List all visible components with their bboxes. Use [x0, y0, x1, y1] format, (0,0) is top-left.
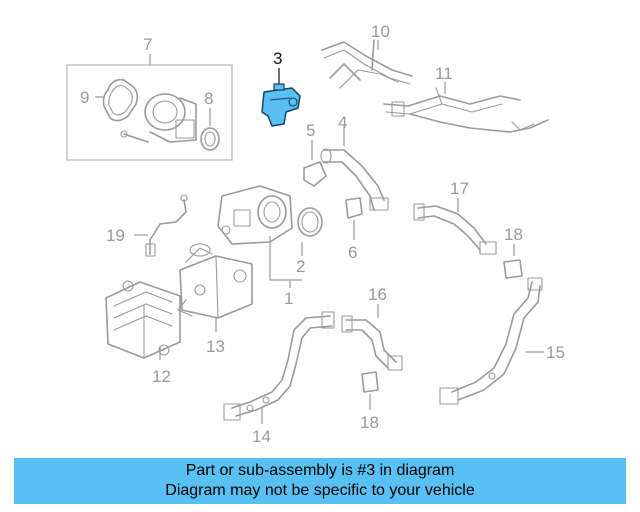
- o-ring-8: [200, 127, 220, 151]
- pipe-4: [320, 148, 389, 211]
- o-ring-2: [297, 207, 323, 237]
- tube-assembly-11: [383, 87, 549, 133]
- callout-10: 10: [371, 22, 390, 41]
- callout-14: 14: [252, 427, 271, 446]
- pipe-15: [439, 277, 543, 405]
- cooler-12: [105, 280, 181, 359]
- group-box-7: [66, 64, 233, 161]
- callout-16: 16: [368, 285, 387, 304]
- gasket-6: [345, 197, 363, 219]
- callout-7: 7: [143, 35, 152, 54]
- info-banner: Part or sub-assembly is #3 in diagram Di…: [14, 458, 626, 504]
- callout-1: 1: [284, 289, 293, 308]
- banner-line-1: Part or sub-assembly is #3 in diagram: [185, 462, 455, 479]
- egr-block-13: [177, 243, 253, 319]
- callout-9: 9: [80, 88, 89, 107]
- callout-2: 2: [296, 257, 305, 276]
- banner-line-2: Diagram may not be specific to your vehi…: [165, 482, 475, 499]
- pipe-16: [341, 315, 403, 371]
- callout-18-lower: 18: [360, 413, 379, 432]
- callout-17: 17: [450, 179, 469, 198]
- callout-12: 12: [152, 367, 171, 386]
- pipe-14: [223, 311, 335, 421]
- parts-diagram: 7 9 8 3 10 11: [66, 22, 565, 446]
- gasket-18-lower: [361, 371, 379, 393]
- gasket-18-upper: [503, 259, 523, 279]
- callout-5: 5: [306, 121, 315, 140]
- gasket-5: [303, 161, 327, 187]
- throttle-housing: [217, 185, 293, 245]
- callout-3: 3: [273, 49, 282, 68]
- callout-15: 15: [546, 343, 565, 362]
- callout-8: 8: [204, 89, 213, 108]
- tube-assembly-10: [321, 39, 413, 89]
- callout-4: 4: [338, 113, 347, 132]
- gasket-9: [102, 78, 139, 122]
- pipe-17: [413, 203, 497, 255]
- highlighted-part-3: [261, 83, 301, 127]
- callout-18-upper: 18: [504, 225, 523, 244]
- sensor-19: [145, 194, 188, 257]
- throttle-body-part: [120, 93, 197, 143]
- callout-6: 6: [348, 243, 357, 262]
- callout-19: 19: [106, 226, 125, 245]
- callout-13: 13: [206, 337, 225, 356]
- callout-11: 11: [435, 64, 453, 83]
